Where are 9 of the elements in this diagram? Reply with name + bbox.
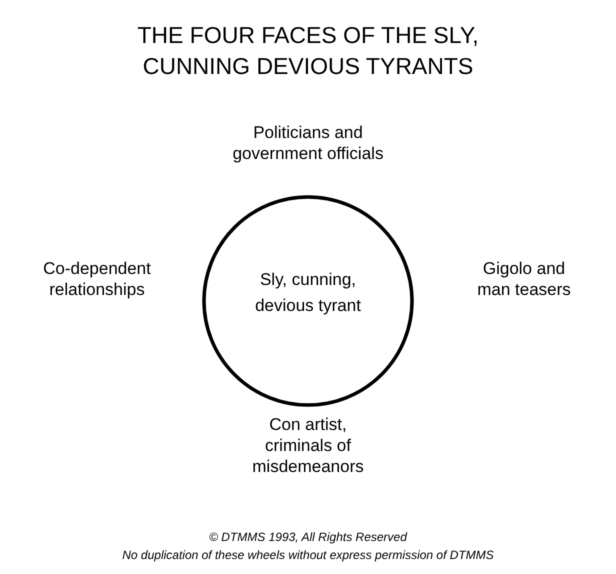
category-label: Gigolo and man teasers bbox=[476, 258, 572, 300]
title: THE FOUR FACES OF THE SLY, CUNNING DEVIOUS TYRANTS bbox=[136, 21, 480, 81]
circle-node bbox=[202, 195, 414, 407]
copyright-note: © DTMMS 1993, All Rights Reserved bbox=[208, 530, 408, 544]
category-label: Con artist, criminals of misdemeanors bbox=[251, 414, 365, 477]
category-label: Politicians and government officials bbox=[232, 122, 384, 164]
category-label: Co-dependent relationships bbox=[42, 258, 152, 300]
footnote: No duplication of these wheels without express permission of DTMMS bbox=[121, 548, 495, 562]
node-label: Sly, cunning, devious tyrant bbox=[254, 269, 362, 317]
